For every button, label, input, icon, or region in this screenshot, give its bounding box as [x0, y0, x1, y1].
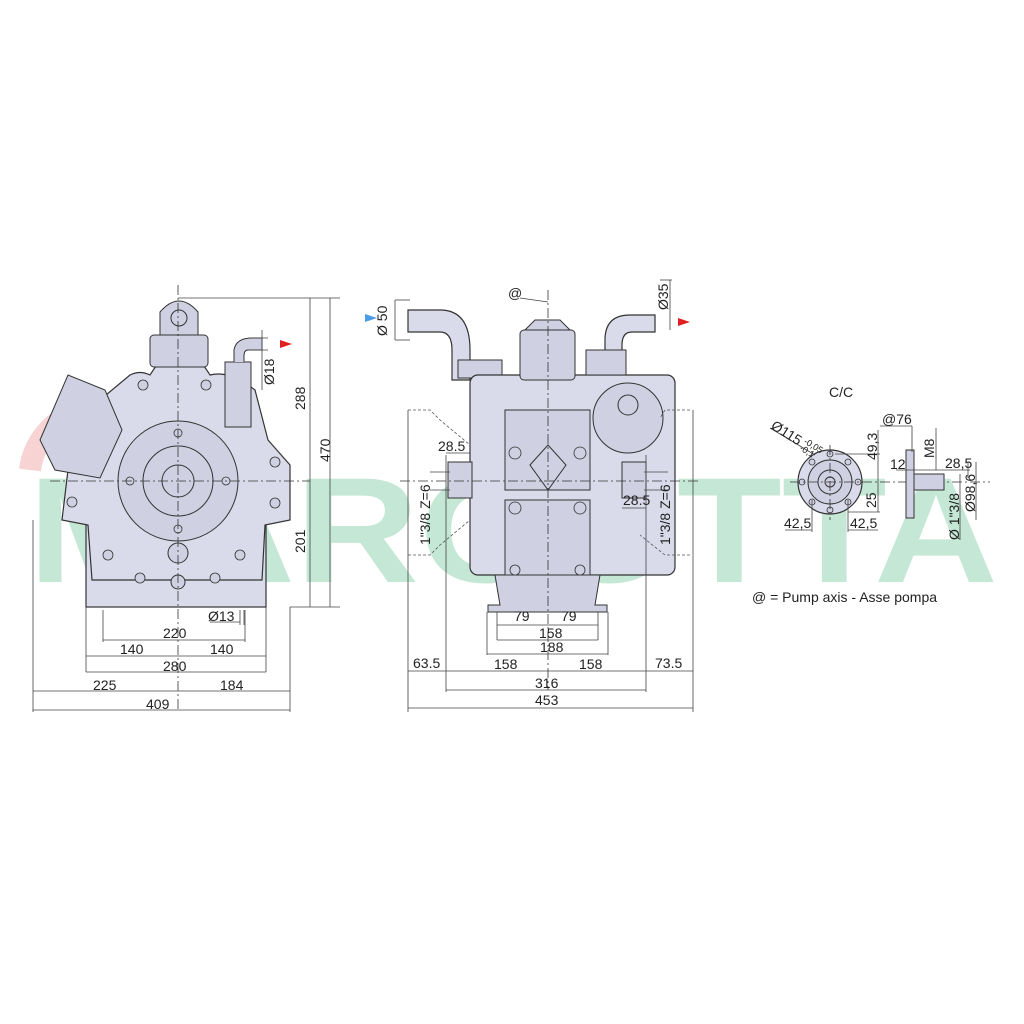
dim-42-5-right: 42,5: [850, 515, 877, 531]
dim-pump-axis: @: [508, 285, 522, 301]
dim-188: 188: [540, 639, 564, 655]
dim-outlet-dia: Ø18: [261, 358, 277, 385]
dim-316: 316: [535, 675, 559, 691]
dim-140-right: 140: [210, 641, 234, 657]
dim-288: 288: [292, 386, 308, 410]
dim-184: 184: [220, 677, 244, 693]
dim-outlet-dia: Ø35: [655, 283, 671, 310]
dim-28-5: 28,5: [945, 455, 972, 471]
outlet-arrow-icon: [678, 318, 690, 326]
dim-409: 409: [146, 696, 170, 712]
dim-220: 220: [163, 625, 187, 641]
dim-25: 25: [863, 492, 879, 508]
dim-axis-76: @76: [882, 411, 912, 427]
dim-42-5-left: 42,5: [784, 515, 811, 531]
dim-49-3: 49,3: [864, 433, 880, 460]
dim-28-5-right: 28.5: [623, 492, 650, 508]
dim-140-left: 140: [120, 641, 144, 657]
dim-63-5: 63.5: [413, 655, 440, 671]
flange-view: C/C Ø115 -0,05 -0,1 49,3 @76 M: [768, 384, 990, 540]
svg-text:Ø115: Ø115: [768, 417, 805, 448]
dim-shaft-left: 1"3/8 Z=6: [417, 484, 433, 545]
dim-79-left: 79: [514, 608, 530, 624]
dim-hole-dia: Ø13: [208, 608, 235, 624]
dim-28-5-left: 28.5: [438, 438, 465, 454]
dim-73-5: 73.5: [655, 655, 682, 671]
outlet-arrow-icon: [280, 340, 292, 348]
side-view-dimensions: Ø 50 @ Ø35 28.5 1"3/8 Z=6 28.5 1"3/8 Z=6…: [374, 279, 694, 712]
dim-158-feet: 158: [539, 625, 563, 641]
legend-pump-axis: @ = Pump axis - Asse pompa: [752, 589, 937, 605]
dim-225: 225: [93, 677, 117, 693]
dim-280: 280: [163, 658, 187, 674]
dim-inlet-dia: Ø 50: [374, 305, 390, 336]
inlet-arrow-icon: [365, 314, 377, 322]
dim-470: 470: [317, 438, 333, 462]
front-view-dimensions: 470 288 201 Ø18 Ø13 220 140 140 280 225 …: [32, 297, 340, 712]
dim-158-left: 158: [494, 656, 518, 672]
front-view-pump: [39, 285, 310, 710]
dim-shaft-right: 1"3/8 Z=6: [657, 484, 673, 545]
dim-12: 12: [890, 456, 906, 472]
dim-m8: M8: [921, 438, 937, 458]
dim-98-6: Ø98,6: [962, 474, 978, 512]
dim-453: 453: [535, 692, 559, 708]
flange-view-title: C/C: [829, 384, 853, 400]
dim-201: 201: [292, 529, 308, 553]
dim-79-right: 79: [561, 608, 577, 624]
dim-shaft-dia: Ø 1"3/8: [946, 493, 962, 540]
side-view-pump: [365, 290, 700, 690]
dim-158-right: 158: [579, 656, 603, 672]
